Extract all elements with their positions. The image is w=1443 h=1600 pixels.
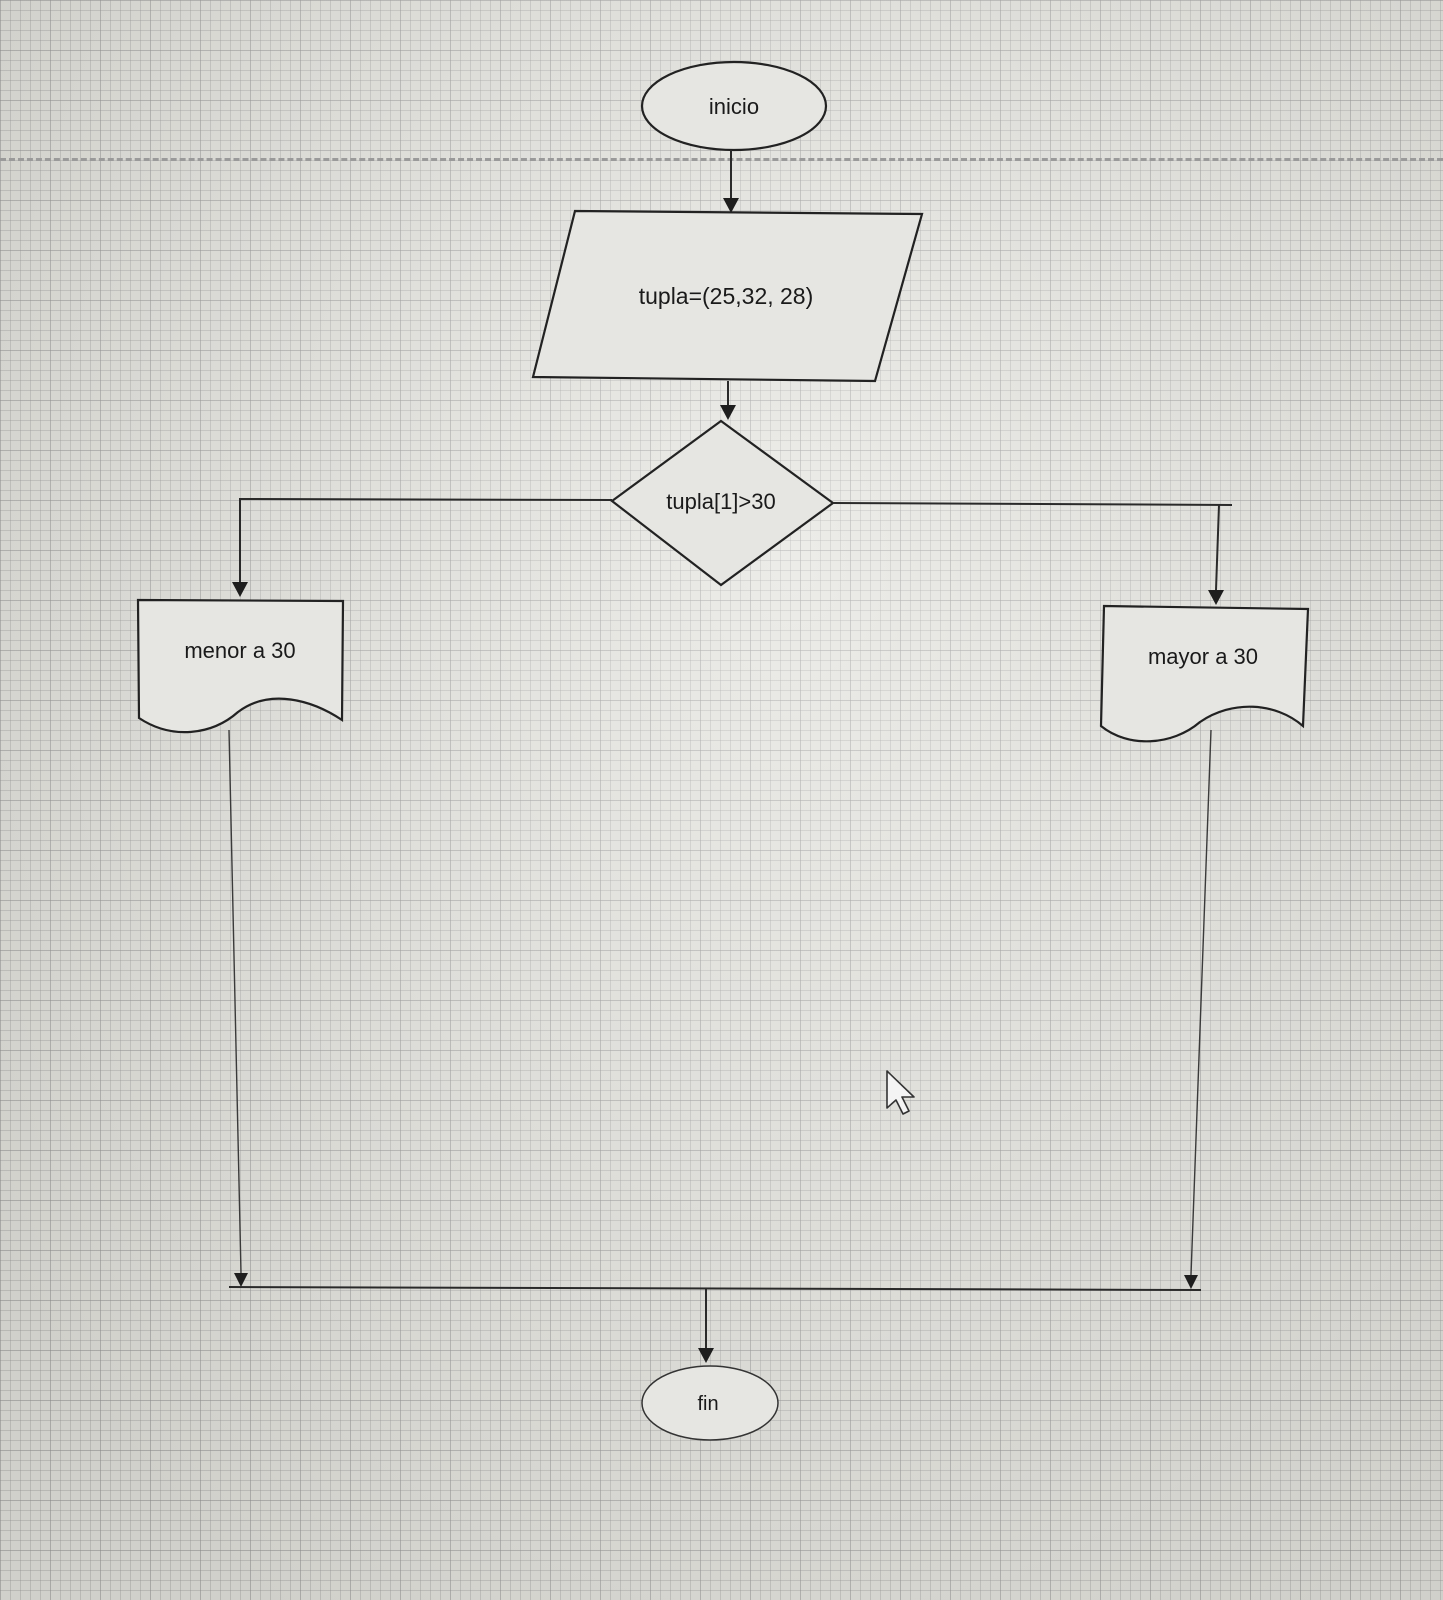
start-ellipse xyxy=(640,60,828,152)
edge-right-merge xyxy=(1184,729,1212,1289)
output-right-node[interactable]: mayor a 30 xyxy=(1099,604,1310,743)
start-node[interactable]: inicio xyxy=(640,60,828,152)
decision-label: tupla[1]>30 xyxy=(666,489,775,514)
edge-input-decision xyxy=(720,381,736,420)
end-node[interactable]: fin xyxy=(641,1365,779,1441)
edge-decision-left xyxy=(232,497,613,597)
end-label: fin xyxy=(697,1393,718,1415)
end-ellipse xyxy=(641,1365,779,1441)
output-left-node[interactable]: menor a 30 xyxy=(136,598,345,734)
start-label: inicio xyxy=(709,94,759,119)
output-right-document xyxy=(1099,604,1310,743)
input-parallelogram xyxy=(531,209,924,383)
output-left-document xyxy=(136,598,345,734)
input-node[interactable]: tupla=(25,32, 28) xyxy=(531,209,924,383)
edge-start-input xyxy=(723,150,739,213)
merge-line xyxy=(228,1286,1202,1291)
decision-node[interactable]: tupla[1]>30 xyxy=(610,419,835,587)
input-label: tupla=(25,32, 28) xyxy=(639,283,814,309)
output-left-label: menor a 30 xyxy=(184,638,295,663)
decision-diamond xyxy=(610,419,835,587)
mouse-cursor-icon xyxy=(886,1070,915,1115)
edge-merge-end xyxy=(698,1288,714,1363)
output-right-label: mayor a 30 xyxy=(1148,644,1258,669)
edge-decision-right xyxy=(832,502,1233,605)
edge-left-merge xyxy=(228,729,248,1287)
page-break-line xyxy=(0,158,1443,161)
